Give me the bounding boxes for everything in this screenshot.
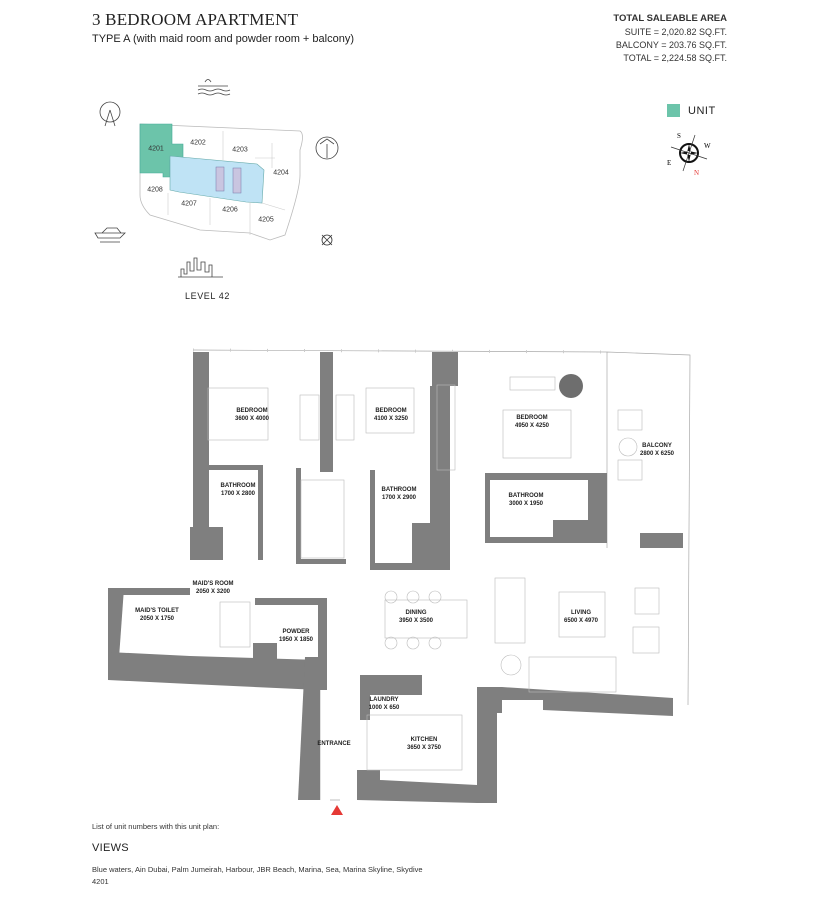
kp-unit: 4207 [181,200,197,208]
page-title: 3 BEDROOM APARTMENT [92,10,299,29]
svg-text:S: S [677,132,681,140]
unit-swatch [667,104,680,117]
yacht-icon [94,227,126,243]
svg-text:N: N [694,169,699,177]
kp-unit: 4208 [147,186,163,194]
page-subtitle: TYPE A (with maid room and powder room +… [92,33,354,45]
legend: UNIT [667,104,716,117]
compass-small-icon [321,234,333,246]
entrance-marker-icon [331,805,343,815]
saleable-area: TOTAL SALEABLE AREA SUITE = 2,020.82 SQ.… [613,12,727,65]
key-plan [94,79,339,278]
legend-label: UNIT [688,104,716,117]
level-label: LEVEL 42 [185,291,230,301]
ferris-wheel-icon [99,101,121,127]
area-balcony: BALCONY = 203.76 SQ.FT. [615,40,727,50]
views-heading: VIEWS [92,842,129,854]
area-suite: SUITE = 2,020.82 SQ.FT. [624,27,727,37]
views-list: Blue waters, Ain Dubai, Palm Jumeirah, H… [92,865,423,874]
svg-text:E: E [667,159,671,167]
unit-numbers: 4201 [92,877,109,886]
walls [108,352,683,803]
skyline-icon [178,257,223,278]
svg-text:W: W [704,142,711,150]
floor-plan [108,348,691,815]
room-entrance: ENTRANCE [317,741,351,747]
sea-sunrise-icon [197,79,231,96]
kp-unit: 4201 [148,145,164,153]
kp-unit: 4203 [232,146,248,154]
area-total: TOTAL = 2,224.58 SQ.FT. [623,53,727,63]
area-heading: TOTAL SALEABLE AREA [613,13,727,24]
palm-icon [315,136,339,160]
kp-unit: 4202 [190,139,206,147]
unit-list-label: List of unit numbers with this unit plan… [92,822,220,831]
furniture [207,376,660,771]
compass-icon: S W E N [667,132,711,177]
kp-unit: 4205 [258,216,274,224]
kp-unit: 4204 [273,169,289,177]
kp-unit: 4206 [222,206,238,214]
